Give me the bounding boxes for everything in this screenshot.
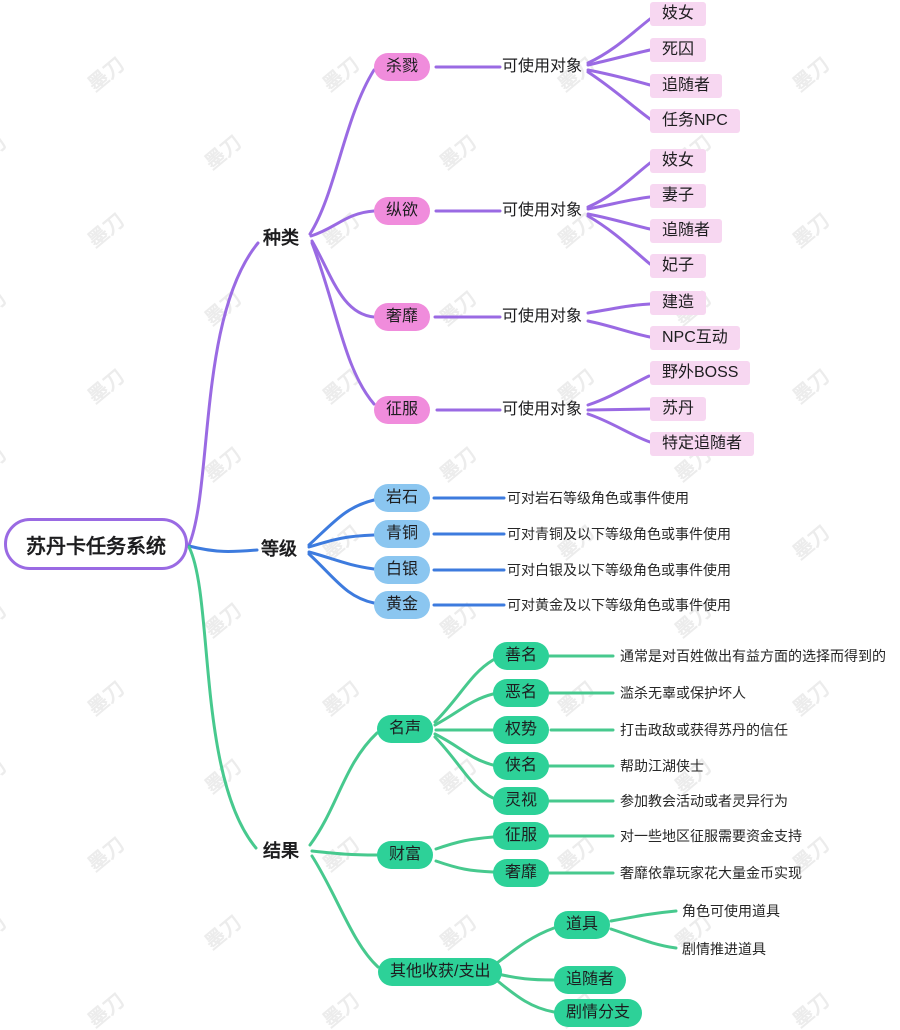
type-node-conquest[interactable]: 征服 (374, 396, 431, 424)
fame-item-node[interactable]: 恶名 (493, 679, 550, 707)
type-node-indulgence[interactable]: 纵欲 (374, 197, 431, 225)
target-node[interactable]: 追随者 (650, 74, 723, 98)
target-node[interactable]: 死囚 (650, 38, 707, 62)
target-node[interactable]: 任务NPC (650, 109, 740, 133)
branch-node-results[interactable]: 结果 (263, 841, 299, 861)
item-desc-node[interactable]: 通常是对百姓做出有益方面的选择而得到的 (620, 648, 886, 664)
item-desc-node[interactable]: 滥杀无辜或保护坏人 (620, 685, 746, 701)
fame-item-node[interactable]: 权势 (493, 716, 550, 744)
fame-item-node[interactable]: 善名 (493, 642, 550, 670)
type-node-luxury[interactable]: 奢靡 (374, 303, 431, 331)
target-node[interactable]: 特定追随者 (650, 432, 755, 456)
level-desc-node[interactable]: 可对白银及以下等级角色或事件使用 (507, 562, 731, 578)
target-node[interactable]: 追随者 (650, 219, 723, 243)
target-node[interactable]: NPC互动 (650, 326, 740, 350)
level-desc-node[interactable]: 可对黄金及以下等级角色或事件使用 (507, 597, 731, 613)
level-desc-node[interactable]: 可对青铜及以下等级角色或事件使用 (507, 526, 731, 542)
item-desc-node[interactable]: 对一些地区征服需要资金支持 (620, 828, 802, 844)
other-item-node[interactable]: 追随者 (554, 966, 627, 994)
other-item-node[interactable]: 道具 (554, 911, 611, 939)
prop-leaf-node[interactable]: 角色可使用道具 (682, 903, 780, 919)
item-desc-node[interactable]: 打击政敌或获得苏丹的信任 (620, 722, 788, 738)
target-node[interactable]: 建造 (650, 291, 707, 315)
prop-leaf-node[interactable]: 剧情推进道具 (682, 941, 766, 957)
level-node-silver[interactable]: 白银 (374, 556, 431, 584)
target-node[interactable]: 妓女 (650, 149, 707, 173)
branch-node-levels[interactable]: 等级 (261, 539, 297, 559)
target-node[interactable]: 野外BOSS (650, 361, 751, 385)
result-node-other[interactable]: 其他收获/支出 (378, 958, 503, 986)
target-node[interactable]: 妓女 (650, 2, 707, 26)
level-node-rock[interactable]: 岩石 (374, 484, 431, 512)
item-desc-node[interactable]: 参加教会活动或者灵异行为 (620, 793, 788, 809)
item-desc-node[interactable]: 帮助江湖侠士 (620, 758, 704, 774)
level-node-gold[interactable]: 黄金 (374, 591, 431, 619)
target-node[interactable]: 妃子 (650, 254, 707, 278)
fame-item-node[interactable]: 侠名 (493, 752, 550, 780)
usable-objects-node[interactable]: 可使用对象 (502, 401, 583, 418)
item-desc-node[interactable]: 奢靡依靠玩家花大量金币实现 (620, 865, 802, 881)
level-desc-node[interactable]: 可对岩石等级角色或事件使用 (507, 490, 689, 506)
root-node[interactable]: 苏丹卡任务系统 (4, 518, 188, 570)
usable-objects-node[interactable]: 可使用对象 (502, 202, 583, 219)
level-node-bronze[interactable]: 青铜 (374, 520, 431, 548)
result-node-fame[interactable]: 名声 (377, 715, 434, 743)
wealth-item-node[interactable]: 征服 (493, 822, 550, 850)
usable-objects-node[interactable]: 可使用对象 (502, 308, 583, 325)
branch-node-types[interactable]: 种类 (263, 228, 299, 248)
other-item-node[interactable]: 剧情分支 (554, 999, 643, 1027)
type-node-slaughter[interactable]: 杀戮 (374, 53, 431, 81)
target-node[interactable]: 苏丹 (650, 397, 707, 421)
usable-objects-node[interactable]: 可使用对象 (502, 58, 583, 75)
wealth-item-node[interactable]: 奢靡 (493, 859, 550, 887)
fame-item-node[interactable]: 灵视 (493, 787, 550, 815)
result-node-wealth[interactable]: 财富 (377, 841, 434, 869)
target-node[interactable]: 妻子 (650, 184, 707, 208)
